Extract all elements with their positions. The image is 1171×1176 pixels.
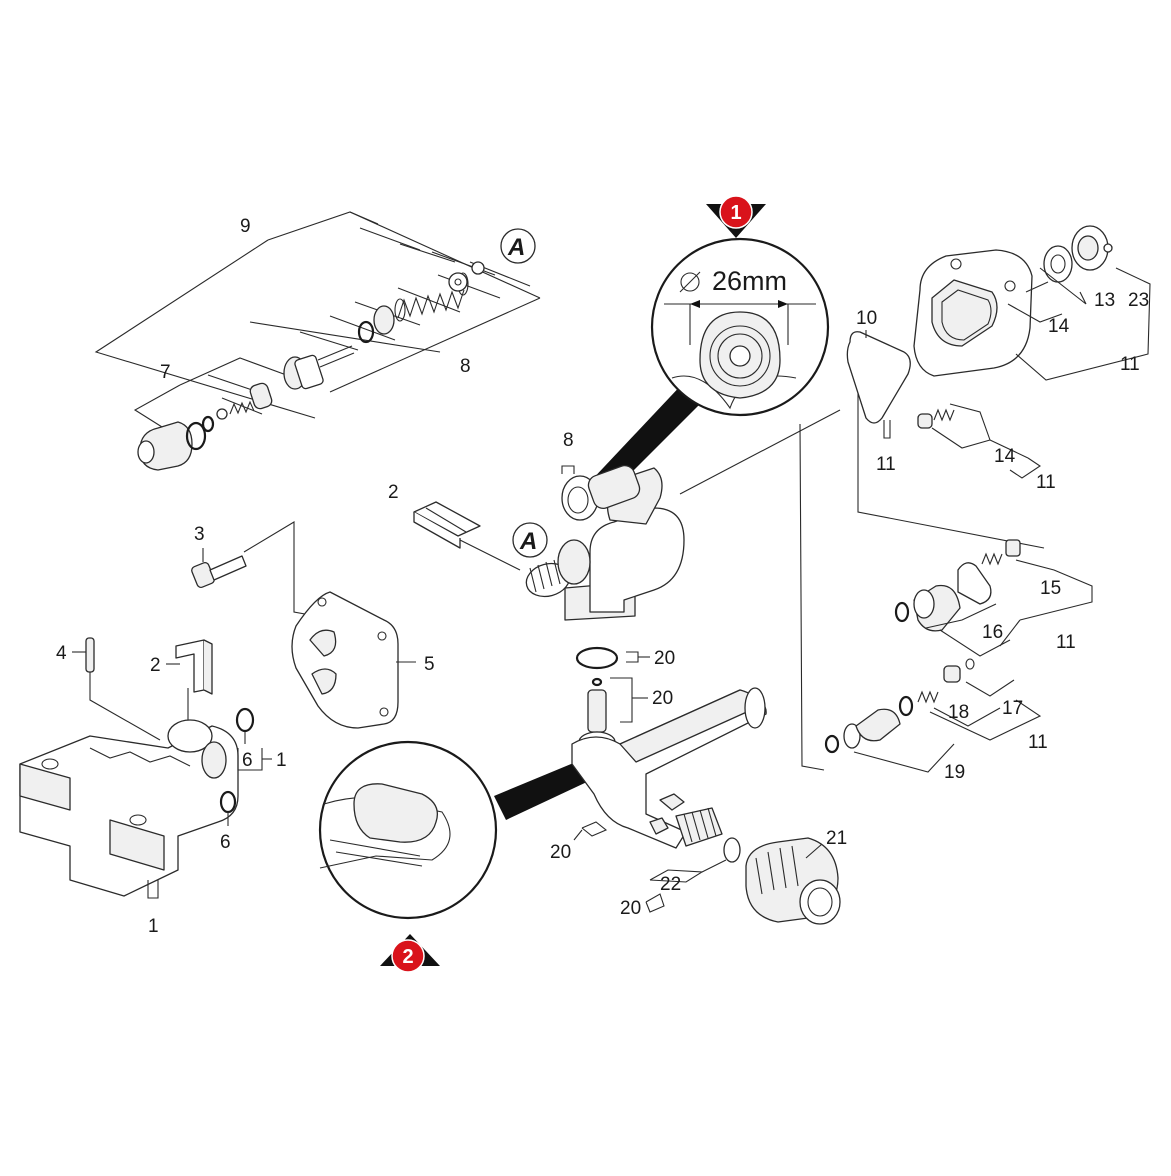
- reference-a-top: A: [500, 228, 536, 264]
- pressure-piston: [283, 345, 355, 390]
- nut-small: [471, 261, 485, 275]
- callout-21: 21: [826, 828, 847, 849]
- callout-15: 15: [1040, 578, 1061, 599]
- pin-4: [85, 637, 95, 673]
- callout-8-center: 8: [563, 430, 574, 451]
- callout-11-e: 11: [1028, 732, 1048, 753]
- callout-11-a: 11: [876, 454, 896, 475]
- callout-19: 19: [944, 762, 965, 783]
- callout-3: 3: [194, 524, 205, 545]
- callout-16: 16: [982, 622, 1003, 643]
- callout-2-lower: 2: [150, 655, 161, 676]
- reference-a-label: A: [507, 234, 525, 261]
- garden-hose-connector-21: 21: [745, 828, 847, 925]
- clip-2-upper: 2: [388, 482, 521, 571]
- pump-head: A 8: [512, 409, 841, 621]
- manifold: 20 20 21 20 22 20: [550, 646, 847, 925]
- callout-20-d: 20: [620, 898, 641, 919]
- valve-cover: 13 14 23 11: [913, 225, 1151, 381]
- callout-18: 18: [948, 702, 969, 723]
- callout-6-upper: 6: [242, 750, 253, 771]
- callout-13: 13: [1094, 290, 1115, 311]
- insert-22: [723, 837, 741, 863]
- valve-group-9: A 9 7 8: [94, 211, 541, 471]
- callout-9: 9: [240, 216, 251, 237]
- callout-14-top: 14: [1048, 316, 1070, 337]
- callout-8-top: 8: [460, 356, 471, 377]
- screw-3: 3: [191, 521, 317, 617]
- dimension-26mm: 26mm: [712, 266, 787, 296]
- detail-1-magnifier: 26mm: [588, 237, 830, 498]
- washer-small: [448, 272, 468, 292]
- ring-13: [1043, 245, 1073, 283]
- bracket-5: 5: [291, 591, 435, 729]
- housing-assembly: 4 2 6 1 6 1: [19, 637, 287, 937]
- valve-17-18-19: 17 18 11 19: [824, 658, 1048, 783]
- callout-11-d: 11: [1056, 632, 1076, 653]
- callout-20-c: 20: [550, 842, 571, 863]
- svg-text:A: A: [519, 528, 537, 555]
- svg-text:1: 1: [730, 202, 741, 224]
- svg-text:2: 2: [402, 946, 413, 968]
- callout-5: 5: [424, 654, 435, 675]
- o-ring-20-top: [575, 646, 619, 670]
- callout-6-lower: 6: [220, 832, 231, 853]
- callout-20-a: 20: [654, 648, 675, 669]
- callout-14-mid: 14: [994, 446, 1016, 467]
- washer-8: [373, 305, 395, 335]
- spring-valve-14: 14 11: [917, 403, 1056, 493]
- valve-15-16: 15 16 11: [894, 539, 1093, 657]
- callout-11-b: 11: [1120, 354, 1140, 375]
- reference-a-center: A: [512, 522, 548, 558]
- detail-marker-1: 1: [706, 195, 766, 238]
- callout-23: 23: [1128, 290, 1149, 311]
- callout-10: 10: [856, 308, 877, 329]
- callout-22: 22: [660, 874, 681, 895]
- o-ring-8: [357, 320, 375, 344]
- callout-7: 7: [160, 362, 171, 383]
- callout-1-bottom: 1: [148, 916, 159, 937]
- callout-4: 4: [56, 643, 67, 664]
- right-valve-assemblies: 10 11 13 14 23 11: [799, 225, 1151, 783]
- o-ring-6-upper: [235, 707, 255, 733]
- callout-2-upper: 2: [388, 482, 399, 503]
- callout-11-c: 11: [1036, 472, 1056, 493]
- callout-20-b: 20: [652, 688, 673, 709]
- gasket-10: [846, 331, 911, 424]
- callout-17: 17: [1002, 698, 1023, 719]
- valve-body-7: [137, 382, 273, 471]
- callout-1-right: 1: [276, 750, 287, 771]
- detail-marker-2: 2: [380, 934, 440, 973]
